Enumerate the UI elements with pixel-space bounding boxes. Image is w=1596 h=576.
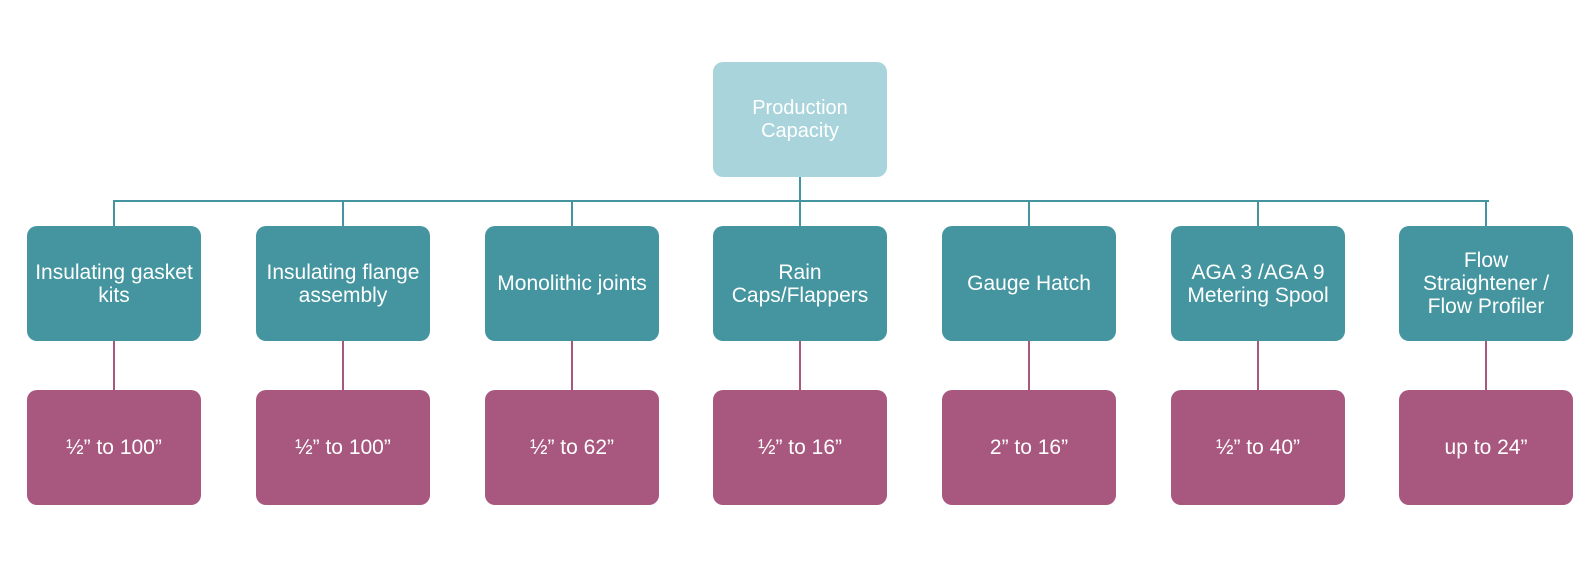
- category-label-3: Monolithic joints: [497, 272, 647, 295]
- range-connector-1: [113, 341, 115, 390]
- range-label-4: ½” to 16”: [757, 436, 843, 459]
- category-label-1: Insulating gasket kits: [35, 260, 193, 307]
- category-label-6: AGA 3 /AGA 9 Metering Spool: [1187, 260, 1329, 307]
- branch-connector-1: [113, 200, 115, 226]
- range-connector-4: [799, 341, 801, 390]
- category-node-3: Monolithic joints: [485, 226, 659, 341]
- range-label-2: ½” to 100”: [295, 436, 391, 459]
- range-node-6: ½” to 40”: [1171, 390, 1345, 505]
- root-stem-connector: [799, 177, 801, 202]
- range-connector-2: [342, 341, 344, 390]
- category-node-5: Gauge Hatch: [942, 226, 1116, 341]
- range-node-2: ½” to 100”: [256, 390, 430, 505]
- horizontal-bus-connector: [113, 200, 1489, 202]
- range-node-1: ½” to 100”: [27, 390, 201, 505]
- branch-connector-6: [1257, 200, 1259, 226]
- category-label-7: Flow Straightener / Flow Profiler: [1422, 249, 1550, 318]
- range-label-3: ½” to 62”: [529, 436, 615, 459]
- category-node-6: AGA 3 /AGA 9 Metering Spool: [1171, 226, 1345, 341]
- category-label-4: Rain Caps/Flappers: [731, 260, 869, 307]
- category-node-1: Insulating gasket kits: [27, 226, 201, 341]
- branch-connector-5: [1028, 200, 1030, 226]
- range-node-5: 2” to 16”: [942, 390, 1116, 505]
- range-label-5: 2” to 16”: [989, 436, 1069, 459]
- category-label-2: Insulating flange assembly: [266, 260, 420, 307]
- root-node-label: Production Capacity: [752, 96, 848, 142]
- range-node-7: up to 24”: [1399, 390, 1573, 505]
- category-node-4: Rain Caps/Flappers: [713, 226, 887, 341]
- range-connector-5: [1028, 341, 1030, 390]
- range-node-3: ½” to 62”: [485, 390, 659, 505]
- range-connector-3: [571, 341, 573, 390]
- category-label-5: Gauge Hatch: [967, 272, 1091, 295]
- range-connector-7: [1485, 341, 1487, 390]
- branch-connector-3: [571, 200, 573, 226]
- range-label-1: ½” to 100”: [66, 436, 162, 459]
- range-connector-6: [1257, 341, 1259, 390]
- category-node-7: Flow Straightener / Flow Profiler: [1399, 226, 1573, 341]
- category-node-2: Insulating flange assembly: [256, 226, 430, 341]
- branch-connector-4: [799, 200, 801, 226]
- branch-connector-7: [1485, 200, 1487, 226]
- branch-connector-2: [342, 200, 344, 226]
- range-label-7: up to 24”: [1444, 436, 1528, 459]
- range-label-6: ½” to 40”: [1215, 436, 1301, 459]
- range-node-4: ½” to 16”: [713, 390, 887, 505]
- root-node: Production Capacity: [713, 62, 887, 177]
